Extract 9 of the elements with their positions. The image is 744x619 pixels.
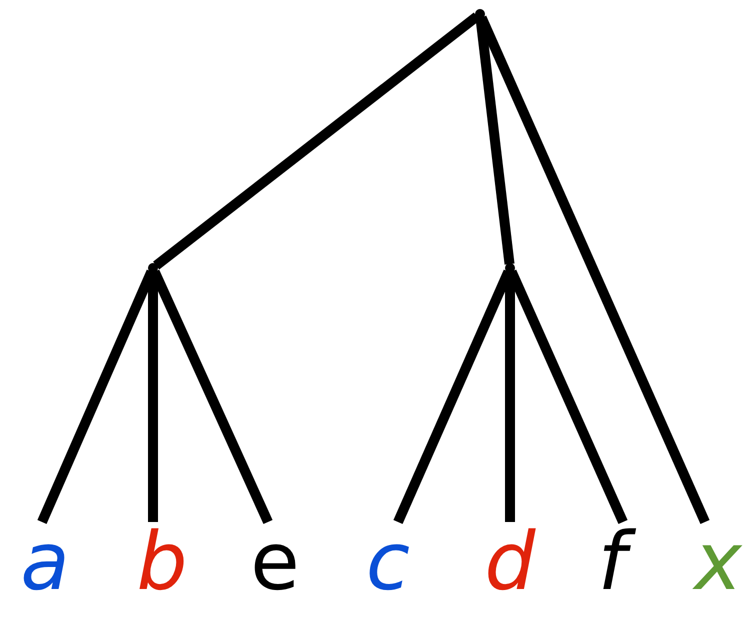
branch-point	[148, 263, 158, 273]
leaf-label: e	[230, 522, 320, 614]
leaf-label: x	[673, 522, 744, 614]
branch-point	[475, 9, 485, 19]
leaf-label: a	[0, 522, 90, 614]
leaf-label: d	[465, 522, 555, 614]
leaf-label: f	[567, 522, 657, 614]
leaf-label: c	[343, 522, 433, 614]
leaf-label: b	[117, 522, 207, 614]
